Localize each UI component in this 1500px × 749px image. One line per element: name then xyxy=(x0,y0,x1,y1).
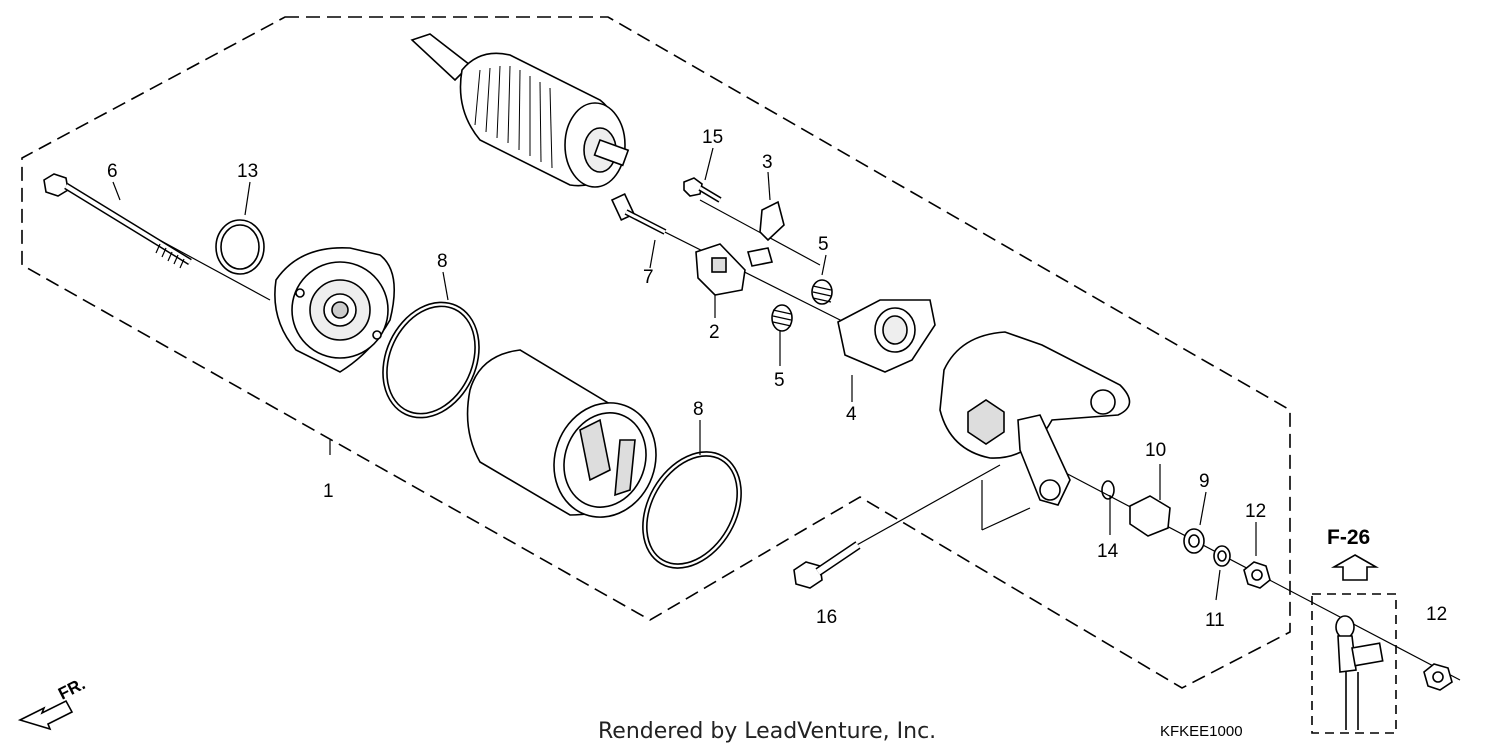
nut-12-upper xyxy=(1243,561,1271,589)
front-arrow-icon xyxy=(17,699,74,731)
washer-9 xyxy=(1183,528,1205,554)
callout-12-lower: 12 xyxy=(1426,604,1447,625)
o-ring-large-right xyxy=(642,451,742,569)
brush-holder xyxy=(695,243,746,296)
reference-box xyxy=(1311,593,1397,734)
yoke-housing xyxy=(466,349,657,518)
circlip xyxy=(1101,480,1115,500)
small-bolt xyxy=(683,177,722,203)
terminal-clip xyxy=(746,200,785,267)
front-cover xyxy=(274,246,396,373)
rear-cover xyxy=(939,331,1131,506)
callout-8-right: 8 xyxy=(693,399,704,420)
credit-text: Rendered by LeadVenture, Inc. xyxy=(598,719,936,744)
assembly-outline xyxy=(21,16,1291,689)
callout-12-upper: 12 xyxy=(1245,501,1266,522)
diagram-code: KFKEE1000 xyxy=(1160,723,1243,740)
callout-8-left: 8 xyxy=(437,251,448,272)
washer-11 xyxy=(1213,545,1231,567)
callout-3: 3 xyxy=(762,152,773,173)
insulator-bush xyxy=(1129,495,1171,537)
reference-label: F-26 xyxy=(1327,526,1370,549)
callout-4: 4 xyxy=(846,404,857,425)
callout-2: 2 xyxy=(709,322,720,343)
callout-16: 16 xyxy=(816,607,837,628)
through-bolt xyxy=(43,173,192,269)
callout-1: 1 xyxy=(323,481,334,502)
callout-6: 6 xyxy=(107,161,118,182)
front-marker-label: FR. xyxy=(55,674,88,703)
callout-5-upper: 5 xyxy=(818,234,829,255)
callout-5-lower: 5 xyxy=(774,370,785,391)
cable-terminal xyxy=(1335,615,1384,730)
callout-11: 11 xyxy=(1205,610,1225,631)
armature xyxy=(410,33,630,188)
brush-plate xyxy=(837,299,936,373)
spring-lower xyxy=(771,304,793,332)
o-ring-small xyxy=(215,219,265,275)
nut-12-lower xyxy=(1423,663,1453,691)
callout-15: 15 xyxy=(702,127,723,148)
screw xyxy=(610,193,667,235)
callout-13: 13 xyxy=(237,161,258,182)
callout-14: 14 xyxy=(1097,541,1119,562)
callout-7: 7 xyxy=(643,267,654,288)
o-ring-large-left xyxy=(382,301,480,419)
callout-10: 10 xyxy=(1145,440,1166,461)
callout-labels: 1 2 3 4 5 5 6 7 8 8 9 10 11 12 12 13 14 … xyxy=(107,127,1447,631)
spring-upper xyxy=(811,279,833,305)
flange-bolt xyxy=(793,541,861,589)
reference-arrow-icon xyxy=(1330,554,1380,581)
callout-9: 9 xyxy=(1199,471,1210,492)
